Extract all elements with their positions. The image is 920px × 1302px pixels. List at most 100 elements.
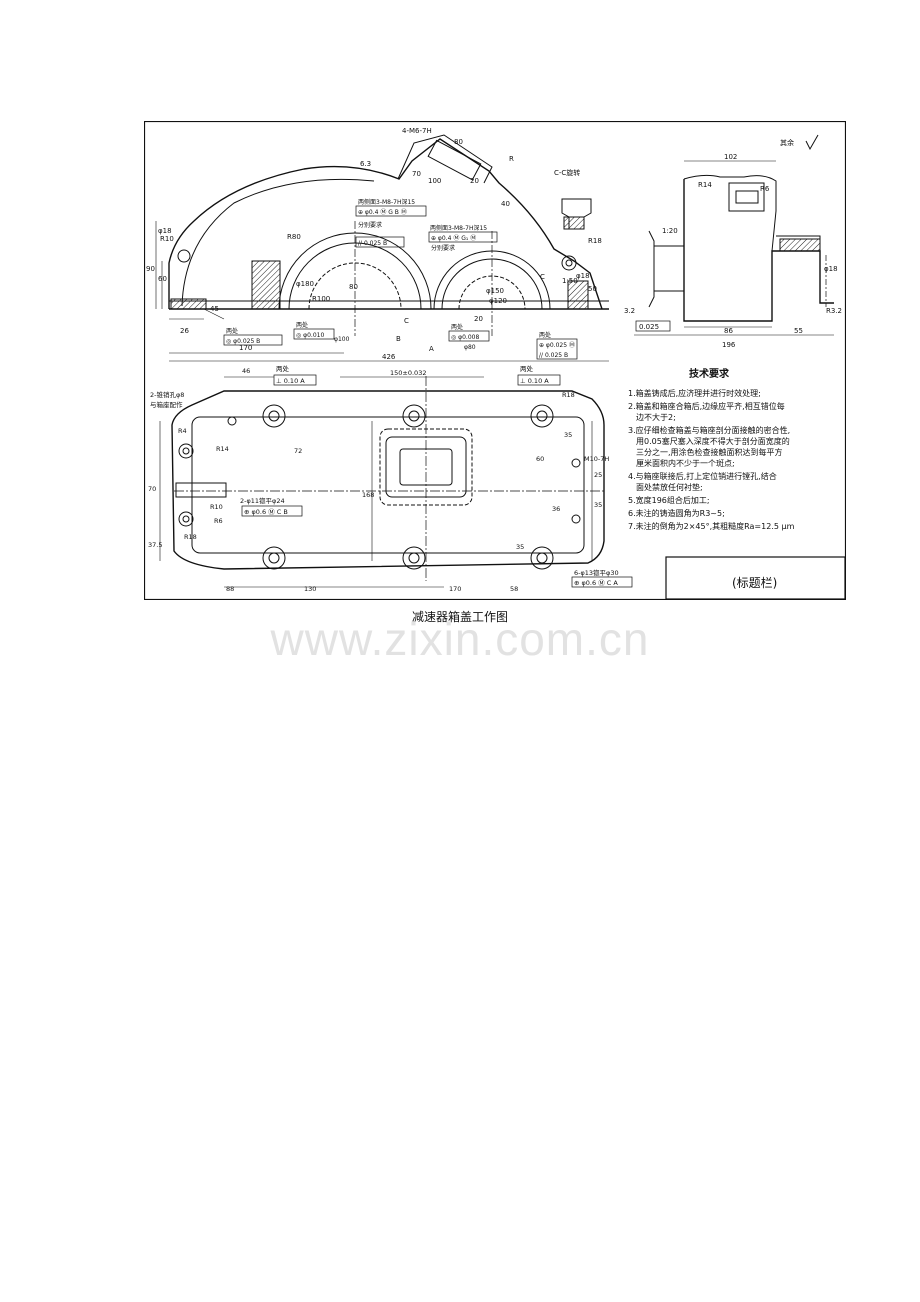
plan-dim-label: R6 — [214, 517, 223, 525]
front-dim-label: 100 — [428, 177, 441, 185]
front-dim-label: A — [429, 345, 434, 353]
front-dim-label: R100 — [312, 295, 330, 303]
tech-requirement-line: 4.与箱座联接后,打上定位销进行镗孔,结合 — [628, 471, 777, 481]
front-dim-label: 50 — [588, 285, 597, 293]
front-dim-label: 170 — [239, 344, 252, 352]
plan-dim-label: 6-φ13锪平φ30 — [574, 568, 619, 577]
front-callout: φ80 — [464, 344, 476, 351]
plan-dim-label: 58 — [510, 585, 518, 593]
figure-caption: 减速器箱盖工作图 — [411, 610, 508, 624]
front-callout: 两处 — [539, 331, 551, 339]
front-dim-label: 6.3 — [360, 160, 371, 168]
front-callout: 两处 — [296, 321, 308, 329]
side-dim-label: 86 — [724, 327, 733, 335]
side-dim-label: 55 — [794, 327, 803, 335]
tech-requirements-heading: 技术要求 — [689, 367, 730, 380]
side-dim-label: 0.025 — [639, 323, 659, 331]
front-dim-label: φ120 — [489, 297, 507, 305]
tech-requirement-line: 厘米面积内不少于一个斑点; — [636, 458, 735, 468]
plan-dim-label: 150±0.032 — [390, 369, 426, 377]
plan-dim-label: ⊕ φ0.6 Ⓜ C A — [574, 579, 618, 587]
plan-dim-label: 130 — [304, 585, 316, 593]
tech-requirement-line: 7.未注的倒角为2×45°,其粗糙度Ra=12.5 μm — [628, 521, 795, 531]
watermark: www.zixin.com.cn — [270, 613, 650, 665]
front-dim-label: 426 — [382, 353, 396, 361]
roughness-note: 其余 — [780, 138, 794, 147]
front-dim-label: C — [540, 273, 545, 281]
front-dim-label: R18 — [588, 237, 602, 245]
front-dim-label: 80 — [454, 138, 463, 146]
front-dim-label: 20 — [474, 315, 483, 323]
side-dim-label: R14 — [698, 181, 712, 189]
plan-dim-label: ⊕ φ0.6 Ⓜ C B — [244, 508, 288, 516]
front-dim-label: φ18 — [158, 227, 172, 235]
plan-dim-label: 两处 — [276, 364, 290, 373]
side-dim-label: 1:20 — [662, 227, 678, 235]
side-dim-label: R3.2 — [826, 307, 842, 315]
side-view — [634, 134, 834, 336]
front-callout: φ100 — [334, 336, 350, 343]
front-callout: 两处 — [451, 323, 463, 331]
plan-dim-label: 60 — [536, 455, 544, 463]
plan-dim-label: 25 — [594, 471, 602, 479]
side-dim-label: 196 — [722, 341, 736, 349]
plan-dim-label: 170 — [449, 585, 461, 593]
tech-requirement-line: 5.宽度196组合后加工; — [628, 495, 710, 505]
front-callout: 两侧面3-M8-7H深15 — [430, 224, 487, 232]
plan-dim-label: 与箱座配作 — [150, 400, 183, 409]
tech-requirement-line: 面处禁放任何衬垫; — [636, 482, 703, 492]
front-callout: 分别要求 — [431, 244, 455, 252]
tech-requirement-line: 三分之一,用涂色检查接触面积达到每平方 — [636, 447, 783, 457]
front-callout: ◎ φ0.025 B — [226, 338, 260, 345]
plan-dim-label: 两处 — [520, 364, 534, 373]
front-dim-label: φ150 — [486, 287, 504, 295]
front-dim-label: φ18 — [576, 272, 590, 280]
plan-dim-label: 88 — [226, 585, 234, 593]
plan-dim-label: 35 — [594, 501, 602, 509]
plan-dim-label: R14 — [216, 445, 229, 453]
tech-requirement-line: 2.箱盖和箱座合箱后,边缘应平齐,相互错位每 — [628, 401, 785, 411]
front-dim-label: B — [396, 335, 401, 343]
plan-dim-label: 35 — [564, 431, 572, 439]
plan-dim-label: R18 — [184, 533, 197, 541]
front-dim-label: 1:50 — [562, 277, 578, 285]
front-callout: 分别要求 — [358, 221, 382, 229]
plan-dim-label: 2-φ11锪平φ24 — [240, 496, 285, 505]
front-dim-label: 60 — [158, 275, 167, 283]
plan-dim-label: 168 — [362, 491, 374, 499]
plan-dim-label: 37.5 — [148, 541, 162, 549]
tech-requirement-line: 边不大于2; — [636, 412, 676, 422]
front-callout: ⊕ φ0.4 Ⓜ G B Ⓜ — [358, 208, 407, 216]
front-dim-label: 70 — [412, 170, 421, 178]
plan-view — [159, 374, 633, 588]
plan-dim-label: M10-7H — [584, 455, 609, 463]
side-dim-label: 102 — [724, 153, 737, 161]
side-dim-label: R6 — [760, 185, 770, 193]
plan-dim-label: 36 — [552, 505, 560, 513]
front-dim-label: 4-M6-7H — [402, 127, 432, 135]
side-dim-label: 3.2 — [624, 307, 635, 315]
front-callout: ◎ φ0.010 — [296, 332, 324, 339]
title-block — [665, 556, 846, 600]
sheet-border — [143, 120, 847, 601]
front-view — [155, 134, 609, 362]
front-dim-label: 26 — [180, 327, 189, 335]
plan-dim-label: R10 — [210, 503, 223, 511]
front-callout: 两侧面3-M8-7H深15 — [358, 198, 415, 206]
front-dim-label: R80 — [287, 233, 301, 241]
plan-dim-label: ⊥ 0.10 A — [276, 377, 305, 385]
tech-requirement-line: 用0.05塞尺塞入深度不得大于剖分面宽度的 — [636, 436, 790, 446]
tech-requirement-line: 3.应仔细检查箱盖与箱座剖分面接触的密合性, — [628, 425, 790, 435]
front-callout: // 0.025 B — [539, 352, 568, 359]
tech-requirement-line: 6.未注的铸造圆角为R3~5; — [628, 508, 725, 518]
front-dim-label: 40 — [501, 200, 510, 208]
plan-dim-label: 70 — [148, 485, 156, 493]
engineering-drawing-sheet: 4-M6-7H 80 R 6.3 70 100 20 40 R18 45 26 … — [143, 120, 847, 601]
front-dim-label: 90 — [146, 265, 155, 273]
front-callout: ⊕ φ0.025 Ⓜ — [539, 341, 575, 349]
front-callout: // 0.025 B — [358, 240, 387, 247]
front-callout: ⊕ φ0.4 Ⓜ G₁ Ⓜ — [431, 234, 476, 242]
plan-dim-label: R18 — [562, 391, 575, 399]
tech-requirement-line: 1.箱盖铸成后,应济理并进行时效处理; — [628, 388, 761, 398]
front-callout: ◎ φ0.008 — [451, 334, 479, 341]
